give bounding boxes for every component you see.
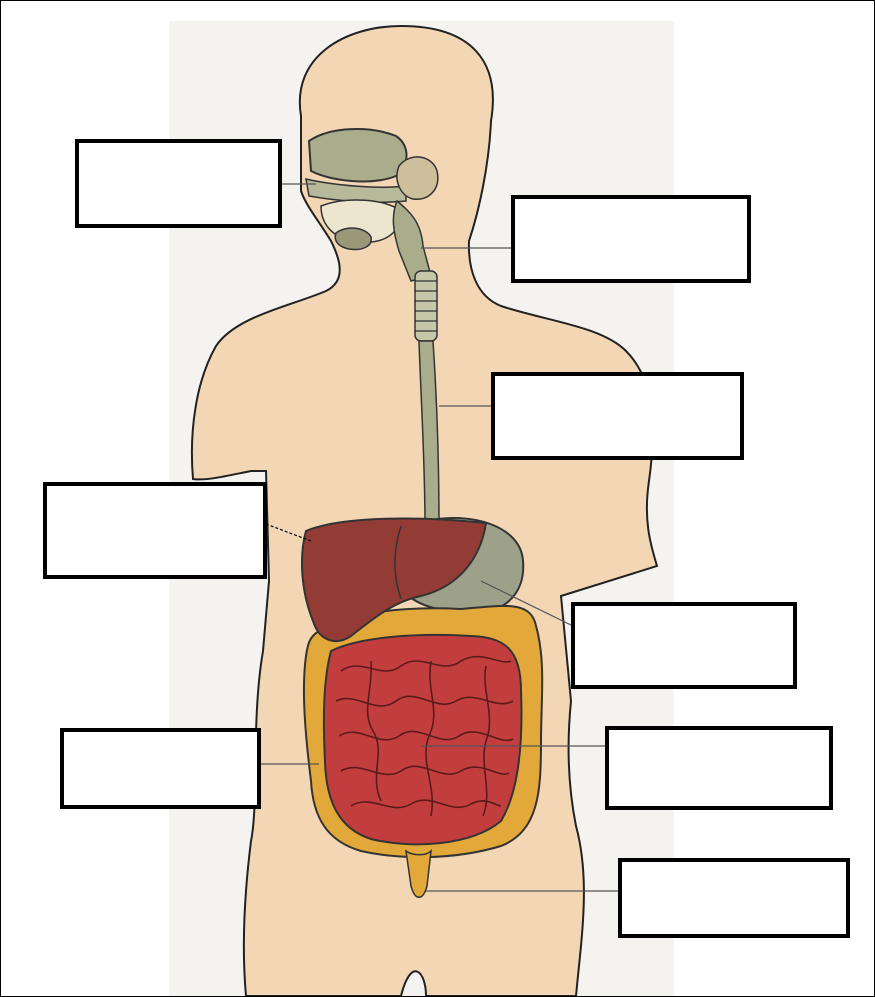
label-box-large-intestine[interactable] xyxy=(60,728,261,809)
label-box-mouth[interactable] xyxy=(75,139,282,228)
label-box-stomach[interactable] xyxy=(571,602,797,689)
salivary-gland-lower xyxy=(335,228,371,249)
label-box-pharynx[interactable] xyxy=(511,195,751,283)
trachea xyxy=(415,271,437,341)
label-box-small-intestine[interactable] xyxy=(605,726,833,810)
salivary-gland xyxy=(397,157,438,199)
label-box-liver[interactable] xyxy=(43,482,267,579)
label-box-rectum[interactable] xyxy=(618,858,850,938)
nasal-cavity xyxy=(309,129,407,181)
label-box-esophagus[interactable] xyxy=(491,372,744,460)
